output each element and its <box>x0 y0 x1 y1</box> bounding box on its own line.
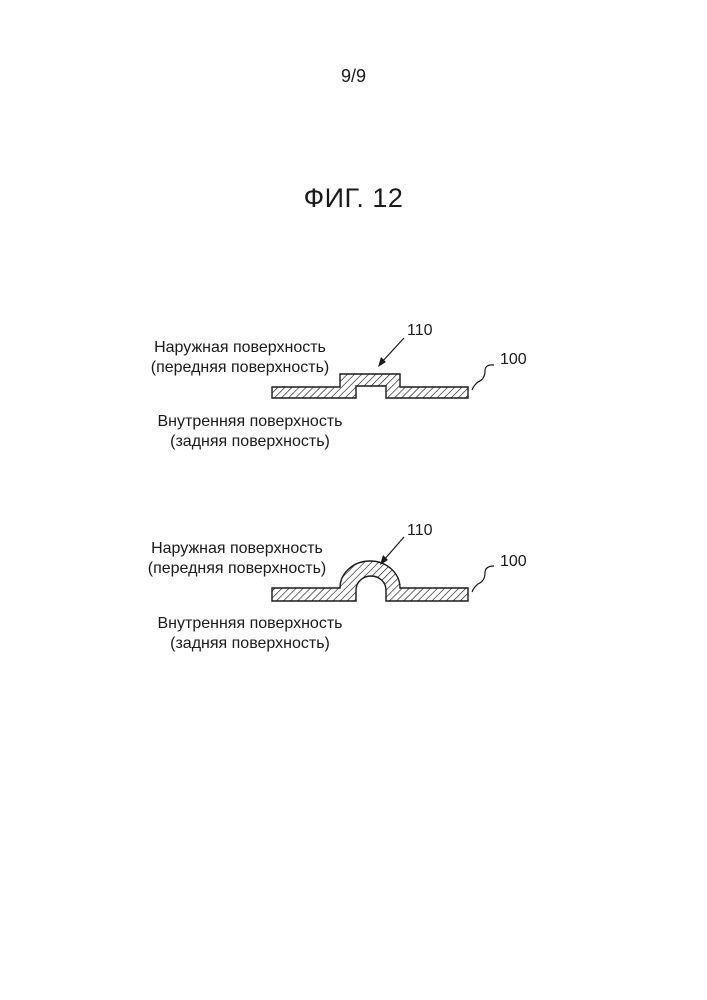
inner-surface-line1: Внутренняя поверхность <box>150 614 350 634</box>
leader-100-icon <box>472 365 494 390</box>
inner-surface-line2: (задняя поверхность) <box>150 634 350 654</box>
outer-surface-line2: (передняя поверхность) <box>140 358 340 378</box>
inner-surface-line2: (задняя поверхность) <box>150 432 350 452</box>
arrow-110-icon <box>380 537 404 565</box>
outer-surface-line1: Наружная поверхность <box>140 338 340 358</box>
outer-surface-line1: Наружная поверхность <box>137 539 337 559</box>
ref-100-label: 100 <box>500 351 527 369</box>
inner-surface-line1: Внутренняя поверхность <box>150 412 350 432</box>
outer-surface-label: Наружная поверхность (передняя поверхнос… <box>140 338 340 378</box>
inner-surface-label: Внутренняя поверхность (задняя поверхнос… <box>150 614 350 654</box>
ref-110-label: 110 <box>407 322 433 340</box>
inner-surface-label: Внутренняя поверхность (задняя поверхнос… <box>150 412 350 452</box>
leader-100-icon <box>472 566 494 592</box>
arrow-110-icon <box>378 338 404 367</box>
outer-surface-line2: (передняя поверхность) <box>137 559 337 579</box>
ref-100-label: 100 <box>500 553 527 571</box>
ref-110-label: 110 <box>407 522 433 540</box>
outer-surface-label: Наружная поверхность (передняя поверхнос… <box>137 539 337 579</box>
